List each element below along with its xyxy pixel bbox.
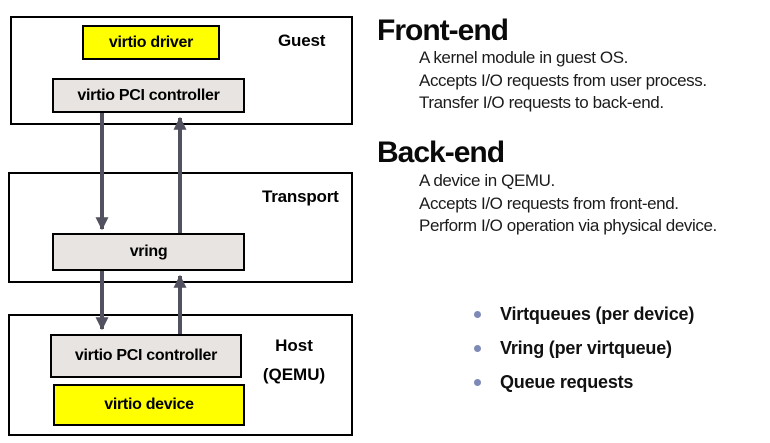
back-end-line: A device in QEMU. (419, 171, 555, 190)
back-end-line: Perform I/O operation via physical devic… (419, 216, 717, 235)
bullet-dot-icon (474, 311, 481, 318)
bullet-dot-icon (474, 379, 481, 386)
list-item: Vring (per virtqueue) (474, 337, 694, 360)
bullet-text: Virtqueues (per device) (500, 304, 695, 324)
virtio-device-box: virtio device (53, 384, 245, 426)
front-end-description: A kernel module in guest OS. Accepts I/O… (419, 47, 707, 115)
front-end-line: Transfer I/O requests to back-end. (419, 93, 664, 112)
back-end-line: Accepts I/O requests from front-end. (419, 193, 679, 213)
list-item: Virtqueues (per device) (474, 303, 694, 326)
host-virtio-pci-controller-box: virtio PCI controller (50, 334, 242, 378)
bullet-text: Vring (per virtqueue) (500, 338, 672, 358)
list-item: Queue requests (474, 371, 694, 394)
transport-label: Transport (262, 187, 339, 206)
bullet-dot-icon (474, 345, 481, 352)
host-qemu-label: (QEMU) (262, 365, 326, 384)
front-end-line: Accepts I/O requests from user process. (419, 70, 707, 90)
front-end-line: A kernel module in guest OS. (419, 48, 628, 67)
guest-label: Guest (278, 31, 326, 50)
bullet-list: Virtqueues (per device) Vring (per virtq… (474, 303, 694, 405)
front-end-heading: Front-end (377, 14, 509, 47)
host-label: Host (275, 336, 313, 355)
vring-box: vring (52, 233, 245, 271)
back-end-description: A device in QEMU. Accepts I/O requests f… (419, 170, 717, 238)
host-label-group: Host (QEMU) (252, 331, 336, 389)
bullet-text: Queue requests (500, 372, 634, 392)
back-end-heading: Back-end (377, 136, 505, 169)
virtio-driver-box: virtio driver (82, 25, 220, 60)
guest-virtio-pci-controller-box: virtio PCI controller (52, 78, 245, 113)
